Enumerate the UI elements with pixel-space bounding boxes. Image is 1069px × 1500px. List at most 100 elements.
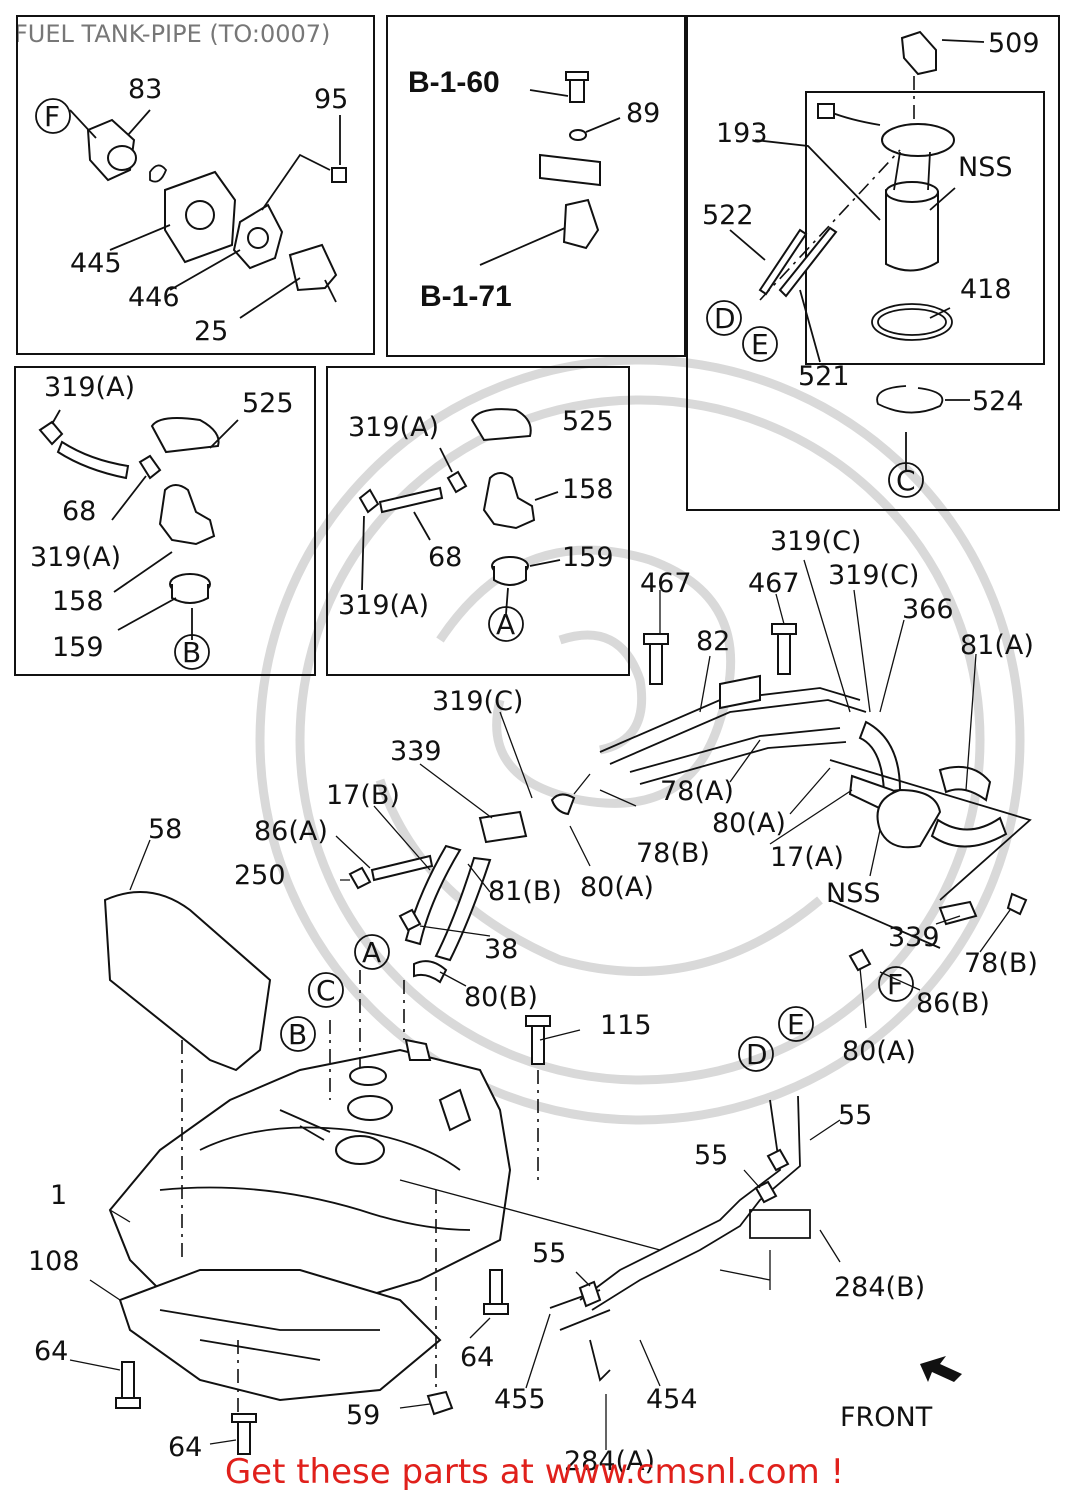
label-284a: 284(A) [564,1446,655,1477]
label-64-3: 64 [168,1432,202,1463]
label-82: 82 [696,626,730,657]
label-95: 95 [314,84,348,115]
label-83: 83 [128,74,162,105]
label-524: 524 [972,386,1024,417]
label-80b: 80(B) [464,982,538,1013]
label-521: 521 [798,361,850,392]
label-86b: 86(B) [916,988,990,1019]
label-55-2: 55 [694,1140,728,1171]
label-319a-1: 319(A) [44,372,135,403]
c-circle-ref: C [888,462,924,498]
label-nss-main: NSS [826,878,880,909]
front-label: FRONT [840,1402,933,1433]
label-59: 59 [346,1400,380,1431]
label-68-2: 68 [428,542,462,573]
a-circle-ref-main: A [354,934,390,970]
label-319c-1: 319(C) [770,526,861,557]
label-58: 58 [148,814,182,845]
label-339-1: 339 [390,736,442,767]
mount-bolts [115,1015,551,1455]
label-80a-2: 80(A) [580,872,654,903]
label-80a-1: 80(A) [712,808,786,839]
f-circle-ref-main: F [878,966,914,1002]
label-250: 250 [234,860,286,891]
label-68-1: 68 [62,496,96,527]
label-158-2: 158 [562,474,614,505]
label-319a-4: 319(A) [338,590,429,621]
label-55-1: 55 [838,1100,872,1131]
inset-vent-valve-b [38,409,239,640]
leader-lines-upper [129,559,1011,1029]
b-circle-ref-main: B [280,1016,316,1052]
label-445: 445 [70,248,122,279]
label-366: 366 [902,594,954,625]
label-284b: 284(B) [834,1272,925,1303]
ref-b-1-71[interactable]: B-1-71 [420,280,512,313]
inset-bracket-refs [479,71,621,266]
fuel-tank [108,1038,512,1402]
label-108: 108 [28,1246,80,1277]
svg-text:D: D [714,302,736,335]
svg-text:B: B [288,1018,307,1051]
label-64-2: 64 [460,1342,494,1373]
c-circle-ref-main: C [308,972,344,1008]
svg-text:A: A [362,936,381,969]
label-81a: 81(A) [960,630,1034,661]
label-89: 89 [626,98,660,129]
svg-text:A: A [496,608,515,641]
label-446: 446 [128,282,180,313]
label-193: 193 [716,118,768,149]
label-509: 509 [988,28,1040,59]
label-159-2: 159 [562,542,614,573]
label-80a-3: 80(A) [842,1036,916,1067]
inset-vent-valve-a [358,408,561,615]
svg-text:C: C [316,974,336,1007]
label-159-1: 159 [52,632,104,663]
label-319c-3: 319(C) [432,686,523,717]
e-circle-ref-main: E [778,1006,814,1042]
label-455: 455 [494,1384,546,1415]
ref-b-1-60[interactable]: B-1-60 [408,66,500,99]
d-circle-ref-main: D [738,1036,774,1072]
front-arrow [920,1356,962,1382]
label-38: 38 [484,934,518,965]
svg-text:E: E [787,1008,805,1041]
label-418: 418 [960,274,1012,305]
heat-shield [103,891,272,1072]
f-circle-ref: F [35,98,71,134]
label-86a: 86(A) [254,816,328,847]
tank-dash-lines [181,970,539,1414]
fuel-pipes [348,623,1032,984]
label-339-2: 339 [888,922,940,953]
svg-text:D: D [746,1038,768,1071]
label-522: 522 [702,200,754,231]
diagram-title: FUEL TANK-PIPE (TO:0007) [14,20,330,48]
footer-link[interactable]: Get these parts at www.cmsnl.com ! [224,1452,845,1492]
label-55-3: 55 [532,1238,566,1269]
label-78a: 78(A) [660,776,734,807]
svg-text:F: F [887,968,903,1001]
d-circle-ref: D [706,300,742,336]
e-circle-ref: E [742,326,778,362]
label-467-2: 467 [748,568,800,599]
label-81b: 81(B) [488,876,562,907]
label-1: 1 [50,1180,67,1211]
inset-fuel-pump [729,30,1045,470]
label-319a-2: 319(A) [30,542,121,573]
label-319a-3: 319(A) [348,412,439,443]
label-525-2: 525 [562,406,614,437]
b-circle-ref: B [174,634,210,670]
label-467-1: 467 [640,568,692,599]
label-454: 454 [646,1384,698,1415]
svg-text:C: C [896,464,916,497]
inset-filler-neck [69,109,347,319]
label-78b-1: 78(B) [636,838,710,869]
svg-text:F: F [44,100,60,133]
label-319c-2: 319(C) [828,560,919,591]
feed-lines [69,1029,841,1450]
label-nss-pump: NSS [958,152,1012,183]
a-circle-ref: A [488,606,524,642]
svg-text:E: E [751,328,769,361]
inset-frames [14,15,1060,676]
